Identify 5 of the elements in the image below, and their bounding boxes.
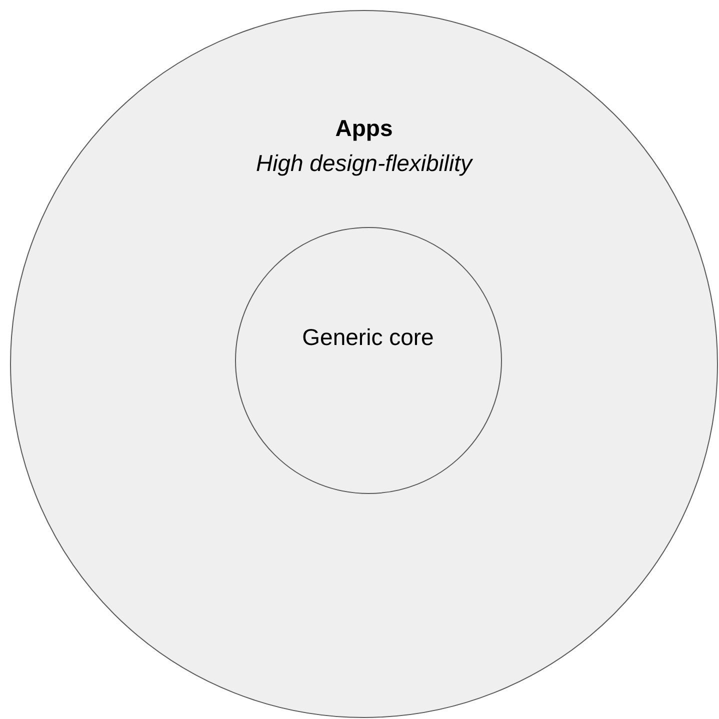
circle-heading: Apps bbox=[334, 115, 394, 143]
circle-subtitle: High design-flexibility bbox=[254, 150, 474, 178]
inner-circle bbox=[235, 227, 502, 494]
outer-circle bbox=[10, 10, 718, 718]
circle-label: Generic core bbox=[301, 324, 435, 352]
